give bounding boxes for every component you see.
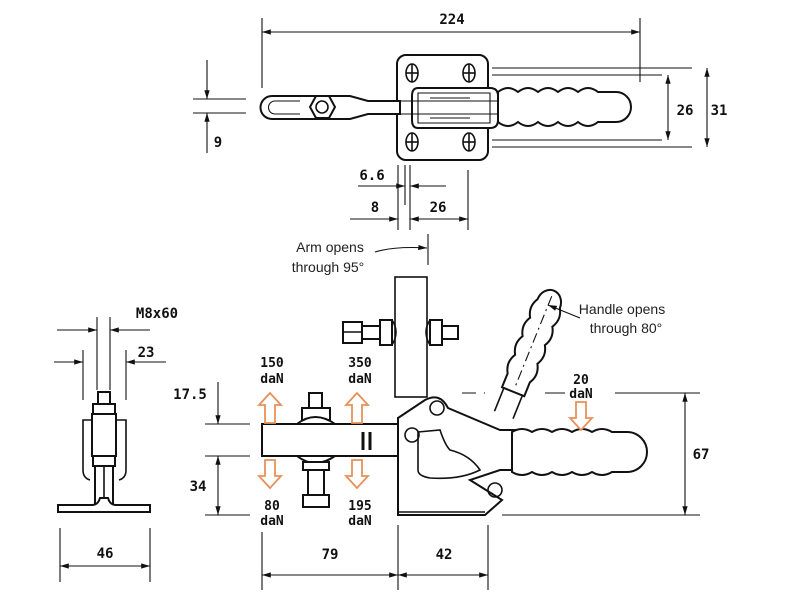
dim-bracket-width: 23 <box>138 345 155 361</box>
dim-hole-spacing: 26 <box>430 200 447 216</box>
force-unit: daN <box>348 372 372 387</box>
side-view: M8x60 23 46 <box>54 306 178 582</box>
dim-handle-outer: 31 <box>711 103 728 119</box>
dim-base-width: 46 <box>97 546 114 562</box>
force-arrow-up-350 <box>343 391 371 424</box>
spindle-bolt <box>294 392 339 508</box>
handle-raised <box>493 288 563 419</box>
dim-arm-above: 17.5 <box>173 387 207 403</box>
handle-front <box>511 428 648 476</box>
force-arrow-down-20 <box>567 401 595 432</box>
opened-arm <box>394 276 428 398</box>
handle-note-line2: through 80° <box>590 320 663 336</box>
front-view: Arm opens through 95° <box>173 234 709 590</box>
dim-total-height: 67 <box>693 447 710 463</box>
dim-base-length: 42 <box>436 547 453 563</box>
force-value: 350 <box>348 356 372 371</box>
clamp-body-front <box>397 396 516 516</box>
force-arrow-down-80 <box>256 459 284 490</box>
force-value: 195 <box>348 499 371 514</box>
force-unit: daN <box>260 372 284 387</box>
dim-hole-dia: 6.6 <box>359 168 384 184</box>
dim-arm-width: 9 <box>214 135 222 151</box>
handle-top <box>497 87 632 127</box>
dim-spindle: M8x60 <box>136 306 178 322</box>
dim-arm-length: 79 <box>322 547 339 563</box>
force-unit: daN <box>260 514 284 529</box>
dim-hole-offset: 8 <box>371 200 379 216</box>
spindle-nut-top <box>308 95 337 119</box>
dim-handle-inner: 26 <box>677 103 694 119</box>
bolt-horizontal <box>342 319 459 346</box>
clamp-body-top <box>411 87 499 129</box>
top-view: 224 26 31 9 <box>193 12 727 230</box>
handle-note-line1: Handle opens <box>579 301 665 317</box>
dim-arm-height: 34 <box>190 479 207 495</box>
force-value: 150 <box>260 356 284 371</box>
arm-note-line2: through 95° <box>292 259 365 275</box>
side-bracket <box>57 391 151 513</box>
mounting-holes <box>405 63 476 152</box>
force-value: 80 <box>264 499 280 514</box>
force-value: 20 <box>573 373 589 388</box>
dim-overall-length: 224 <box>439 12 464 28</box>
force-unit: daN <box>348 514 372 529</box>
arm-note-line1: Arm opens <box>296 239 364 255</box>
force-arrow-up-150 <box>256 391 284 424</box>
force-arrow-down-195 <box>343 459 371 490</box>
clamp-arm-front <box>261 423 408 457</box>
force-unit: daN <box>569 387 593 402</box>
